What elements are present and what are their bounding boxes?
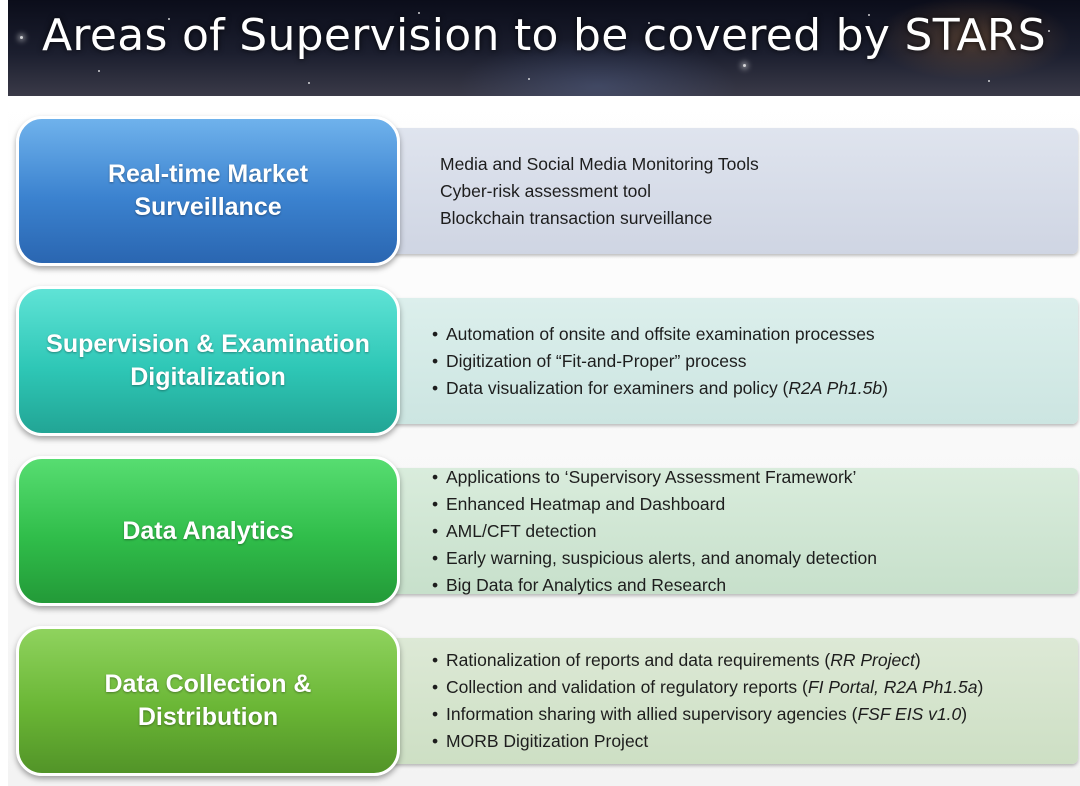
area-row-supervision-examination: •Automation of onsite and offsite examin… bbox=[8, 280, 1080, 440]
project-reference: FI Portal, R2A Ph1.5a bbox=[807, 677, 978, 697]
area-item: •Collection and validation of regulatory… bbox=[432, 674, 983, 701]
supervision-areas-diagram: Media and Social Media Monitoring Tools … bbox=[8, 96, 1080, 786]
category-market-surveillance: Real-time Market Surveillance bbox=[16, 116, 400, 266]
bullet-icon: • bbox=[432, 574, 439, 595]
area-item: •Digitization of “Fit-and-Proper” proces… bbox=[432, 348, 888, 375]
star-decoration bbox=[418, 12, 420, 14]
project-reference: FSF EIS v1.0 bbox=[857, 704, 962, 724]
area-row-market-surveillance: Media and Social Media Monitoring Tools … bbox=[8, 110, 1080, 270]
area-details-panel: •Applications to ‘Supervisory Assessment… bbox=[384, 467, 1078, 595]
area-details-panel: •Rationalization of reports and data req… bbox=[384, 638, 1078, 764]
bullet-icon: • bbox=[432, 377, 439, 398]
project-reference: R2A Ph1.5b bbox=[788, 377, 883, 398]
area-item: •Big Data for Analytics and Research bbox=[432, 572, 877, 599]
category-label: Real-time Market Surveillance bbox=[107, 160, 309, 221]
area-item: •Enhanced Heatmap and Dashboard bbox=[432, 491, 877, 518]
area-row-data-analytics: •Applications to ‘Supervisory Assessment… bbox=[8, 450, 1080, 610]
area-row-data-collection: •Rationalization of reports and data req… bbox=[8, 620, 1080, 780]
star-decoration bbox=[528, 78, 530, 80]
star-decoration bbox=[1048, 30, 1050, 32]
bullet-icon: • bbox=[432, 650, 439, 670]
bullet-icon: • bbox=[432, 677, 439, 697]
category-supervision-examination: Supervision & Examination Digitalization bbox=[16, 286, 400, 436]
area-item: Cyber-risk assessment tool bbox=[440, 180, 652, 201]
star-decoration bbox=[743, 64, 746, 67]
bullet-icon: • bbox=[432, 520, 439, 541]
project-reference: RR Project bbox=[830, 650, 915, 670]
area-item: •AML/CFT detection bbox=[432, 518, 877, 545]
area-item: Blockchain transaction surveillance bbox=[440, 207, 713, 228]
star-decoration bbox=[308, 82, 310, 84]
bullet-icon: • bbox=[432, 493, 439, 514]
bullet-icon: • bbox=[432, 350, 439, 371]
bullet-icon: • bbox=[432, 731, 439, 751]
bullet-icon: • bbox=[432, 323, 439, 344]
area-item: •Information sharing with allied supervi… bbox=[432, 701, 983, 728]
category-label: Data Analytics bbox=[122, 516, 294, 545]
category-label: Supervision & Examination Digitalization bbox=[46, 330, 370, 391]
bullet-icon: • bbox=[432, 466, 439, 487]
page-title: Areas of Supervision to be covered by ST… bbox=[42, 10, 1046, 61]
bullet-icon: • bbox=[432, 547, 439, 568]
area-details-panel: Media and Social Media Monitoring Tools … bbox=[384, 128, 1078, 254]
area-item: Media and Social Media Monitoring Tools bbox=[440, 153, 759, 174]
area-item: •Applications to ‘Supervisory Assessment… bbox=[432, 464, 877, 491]
category-data-collection: Data Collection & Distribution bbox=[16, 626, 400, 776]
area-item: •Early warning, suspicious alerts, and a… bbox=[432, 545, 877, 572]
area-item: •Data visualization for examiners and po… bbox=[432, 375, 888, 402]
star-decoration bbox=[868, 14, 870, 16]
category-data-analytics: Data Analytics bbox=[16, 456, 400, 606]
star-decoration bbox=[20, 36, 23, 39]
star-decoration bbox=[168, 18, 170, 20]
area-item: •MORB Digitization Project bbox=[432, 728, 983, 755]
category-label: Data Collection & Distribution bbox=[104, 670, 312, 731]
bullet-icon: • bbox=[432, 704, 439, 724]
star-decoration bbox=[98, 70, 100, 72]
area-details-panel: •Automation of onsite and offsite examin… bbox=[384, 298, 1078, 424]
star-decoration bbox=[988, 80, 990, 82]
star-decoration bbox=[648, 22, 650, 24]
title-banner: Areas of Supervision to be covered by ST… bbox=[8, 0, 1080, 96]
area-item: •Automation of onsite and offsite examin… bbox=[432, 321, 888, 348]
area-item: •Rationalization of reports and data req… bbox=[432, 647, 983, 674]
